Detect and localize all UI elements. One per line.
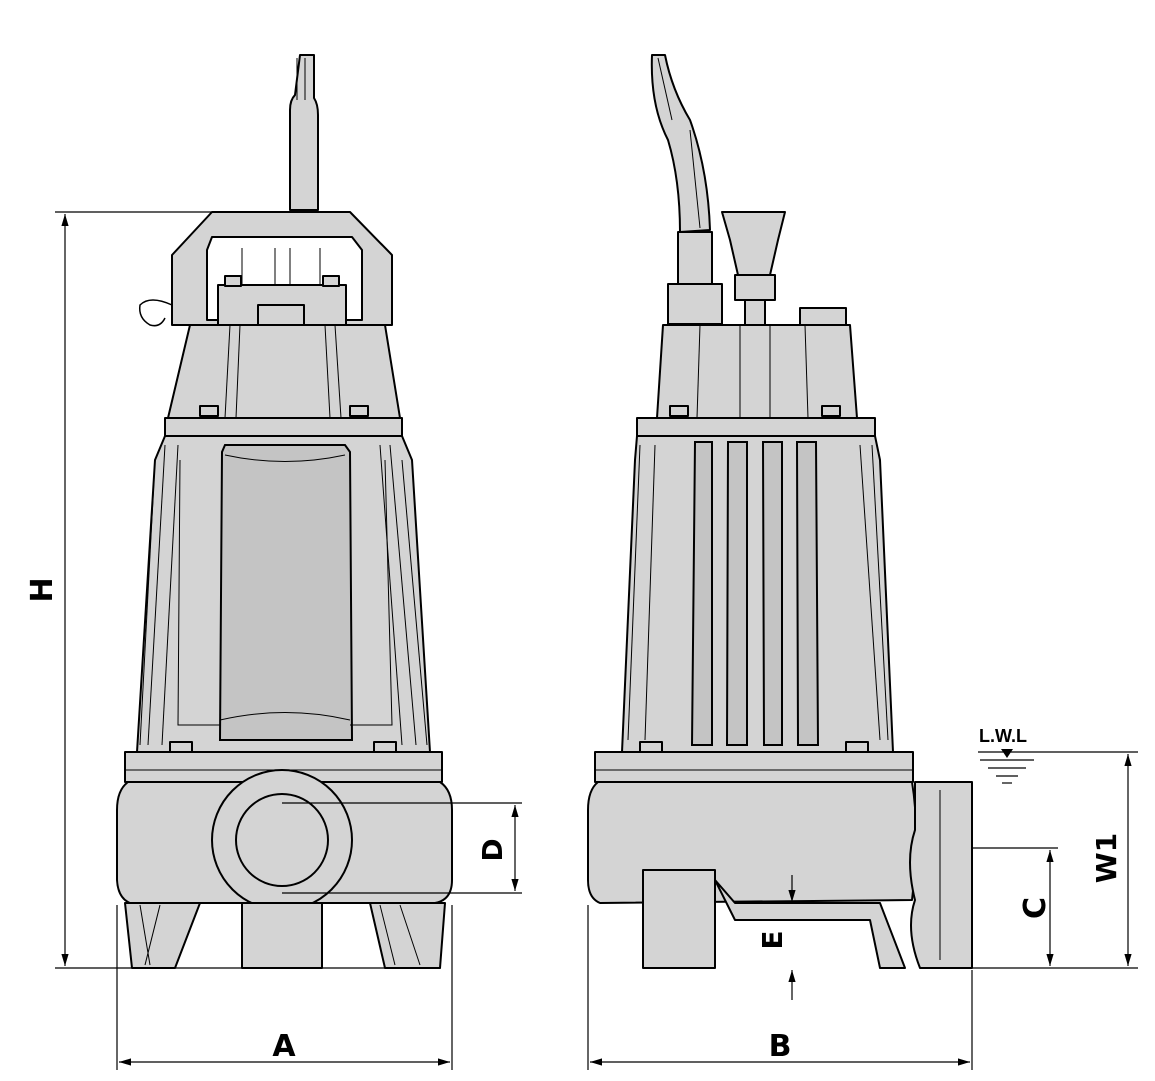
dimension-label-a: A (272, 1029, 296, 1064)
dimension-label-w1: W1 (1090, 833, 1123, 883)
dimension-label-c: C (1018, 897, 1053, 919)
side-view-pump (587, 54, 973, 969)
water-level-label: L.W.L (979, 726, 1027, 746)
dimension-label-d: D (476, 838, 509, 861)
water-level-symbol (980, 749, 1034, 784)
dimension-label-h: H (25, 577, 60, 602)
cooling-ribs (627, 441, 889, 746)
dimension-label-b: B (769, 1029, 792, 1064)
dimension-label-e: E (756, 930, 789, 949)
dimension-lines (55, 211, 1138, 1070)
front-view-pump (116, 54, 453, 969)
